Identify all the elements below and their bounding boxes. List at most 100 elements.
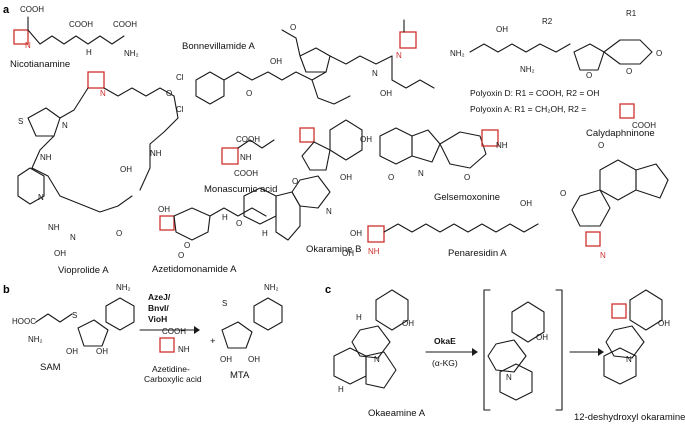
atom-o: O [116, 229, 122, 238]
azetidine-ring [619, 103, 635, 119]
atom-o-ring: O [586, 71, 592, 80]
atom-o-acetyl: O [290, 23, 296, 32]
atom-cooh: COOH [162, 327, 186, 336]
atom-n: N [25, 41, 31, 50]
calydaphninone-structure: N O O Calydaphninone [560, 128, 669, 260]
compound-name-okaeamine: Okaeamine A [368, 408, 426, 419]
atom-oh-2: OH [536, 333, 548, 342]
panel-b-reaction: HOOC NH₂ S OH OH NH₂ SAM AzeJ/ BnvI/ Vio… [12, 283, 283, 384]
atom-o: O [388, 173, 394, 182]
azetidine-ring [87, 71, 105, 89]
atom-oh: OH [96, 347, 108, 356]
polyoxin-structure: NH₂ OH NH₂ R2 O R1 O O Polyoxin D: R1 = … [450, 9, 662, 130]
atom-h: H [222, 213, 228, 222]
azetidomonamide-structure: OH O O H O Azetidomonamide A [152, 205, 267, 275]
atom-cl-1: Cl [176, 73, 184, 82]
atom-n-2: N [506, 373, 512, 382]
bracket-left [483, 289, 491, 411]
atom-oh-3: OH [220, 355, 232, 364]
atom-oh: OH [496, 25, 508, 34]
atom-cooh: COOH [236, 135, 260, 144]
atom-n-2: N [38, 193, 44, 202]
atom-cl-2: Cl [176, 105, 184, 114]
atom-oh: OH [350, 229, 362, 238]
atom-h-2: H [338, 385, 344, 394]
atom-nh-3: NH [150, 149, 162, 158]
atom-n: N [62, 121, 68, 130]
atom-oh-4: OH [248, 355, 260, 364]
atom-nh: NH [178, 345, 190, 354]
enzyme-bnvi: BnvI/ [148, 303, 169, 313]
monascumic-structure: COOH COOH NH Monascumic acid [204, 135, 277, 195]
atom-cooh-2: COOH [69, 20, 93, 29]
atom-cooh: COOH [632, 121, 656, 130]
panel-c-reaction: H OH N H Okaeamine A OkaE (α-KG) OH N OH… [333, 289, 685, 423]
azetidine-ring [585, 231, 601, 247]
atom-cooh-2: COOH [234, 169, 258, 178]
atom-nh: NH [240, 153, 252, 162]
azetidine-ring [481, 129, 499, 147]
atom-o-3: O [236, 219, 242, 228]
atom-nh-2: NH [48, 223, 60, 232]
azetidine-ring [159, 215, 175, 231]
nicotianamine-structure: N COOH COOH H COOH NH₂ Nicotianamine [10, 5, 139, 70]
atom-cooh-3: COOH [113, 20, 137, 29]
atom-oh-2: OH [342, 249, 354, 258]
atom-cooh: COOH [20, 5, 44, 14]
atom-nh: NH [368, 247, 380, 256]
polyoxin-a-label: Polyoxin A: R1 = CH₂OH, R2 = [470, 104, 586, 114]
atom-n: N [326, 207, 332, 216]
atom-o-2: O [560, 189, 566, 198]
atom-oh: OH [54, 249, 66, 258]
panel-label-a: a [3, 4, 10, 16]
azetidine-ring [221, 147, 239, 165]
atom-nh2-3: NH₂ [264, 283, 279, 292]
atom-oh: OH [270, 57, 282, 66]
atom-oh: OH [158, 205, 170, 214]
atom-oh: OH [402, 319, 414, 328]
vioprolide-structure: S N N NH N NH N O OH OH NH Vioprolide A [17, 71, 179, 276]
compound-name-azetidomonamide: Azetidomonamide A [152, 264, 237, 275]
atom-oh-2: OH [66, 347, 78, 356]
polyoxin-d-label: Polyoxin D: R1 = COOH, R2 = OH [470, 88, 599, 98]
compound-name-monascumic: Monascumic acid [204, 184, 277, 195]
atom-o-3: O [626, 67, 632, 76]
atom-o-2: O [178, 251, 184, 260]
gelsemoxonine-structure: NH O N O Gelsemoxonine [379, 127, 508, 203]
atom-n-3: N [70, 233, 76, 242]
atom-nh: NH [40, 153, 52, 162]
atom-oh-2: OH [340, 173, 352, 182]
compound-name-sam: SAM [40, 362, 61, 373]
compound-name-deshydroxyl: 12-deshydroxyl okaramine E [574, 412, 685, 423]
atom-oh-3: OH [658, 319, 670, 328]
arrow-head-2 [472, 348, 478, 356]
compound-name-penaresidin: Penaresidin A [448, 248, 507, 259]
aze-label-line2: Carboxylic acid [144, 374, 202, 384]
atom-h: H [356, 313, 362, 322]
plus-sign: + [210, 336, 216, 347]
atom-n: N [600, 251, 606, 260]
aze-label-line1: Azetidine- [152, 364, 190, 374]
atom-o: O [246, 89, 252, 98]
atom-n: N [418, 169, 424, 178]
atom-o-2: O [464, 173, 470, 182]
azetidine-ring [611, 303, 627, 319]
enzyme-vioh: VioH [148, 314, 167, 324]
atom-oh-2: OH [120, 165, 132, 174]
atom-h: H [262, 229, 268, 238]
atom-s: S [72, 311, 77, 320]
atom-nh2: NH₂ [124, 49, 139, 58]
arrow-head [194, 326, 200, 334]
penaresidin-structure: OH OH NH OH Penaresidin A [342, 199, 539, 259]
compound-name-okaramine-b: Okaramine B [306, 244, 361, 255]
bracket-right [555, 289, 563, 411]
arrow-head-3 [598, 348, 604, 356]
atom-s-mta: S [222, 299, 227, 308]
atom-r1: R1 [626, 9, 637, 18]
azetidine-ring [399, 31, 417, 49]
atom-n: N [374, 355, 380, 364]
azetidine-ring [299, 127, 315, 143]
cofactor-akg: (α-KG) [432, 358, 458, 368]
atom-o: O [184, 241, 190, 250]
